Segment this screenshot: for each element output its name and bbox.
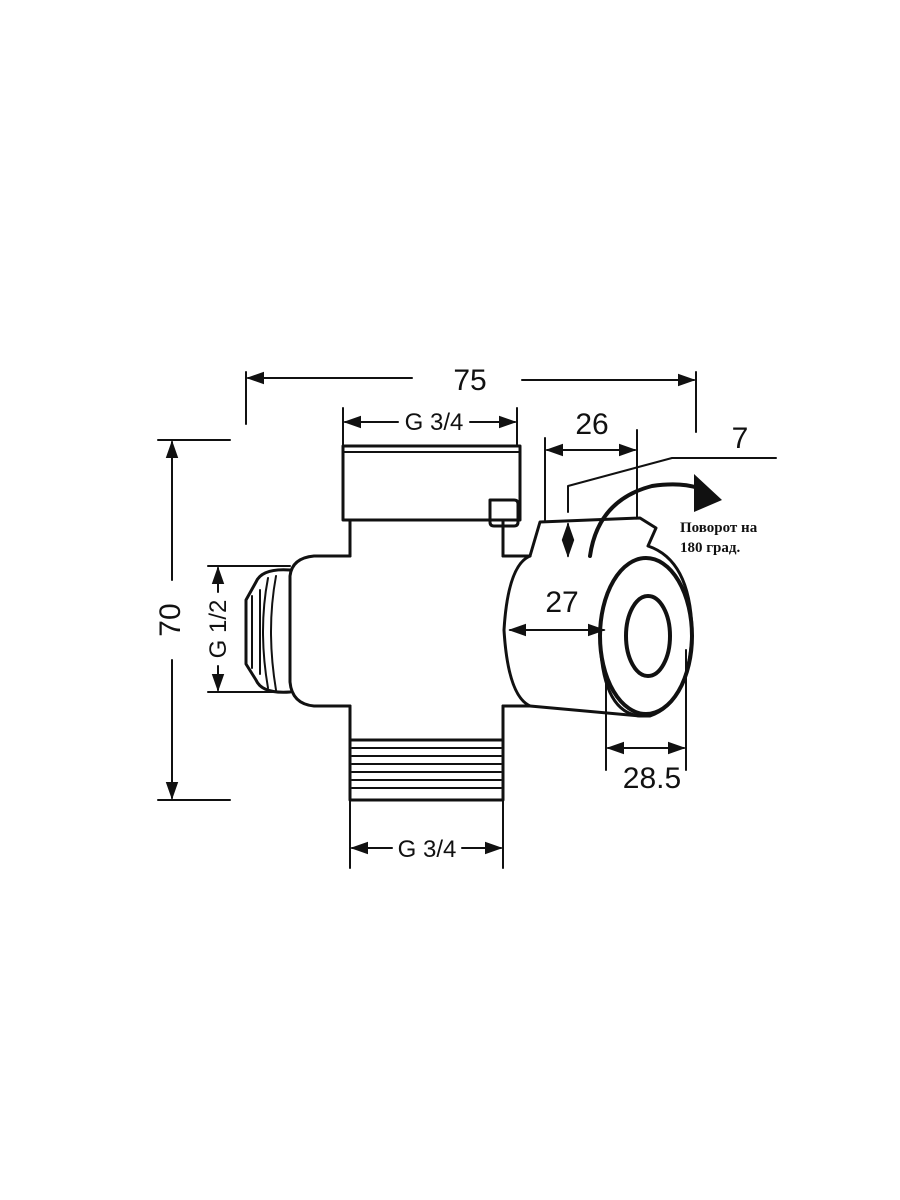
rotation-arrow-icon [694, 474, 722, 512]
dim-75: 75 [245, 364, 697, 433]
dim-26: 26 [544, 408, 638, 521]
dim-70: 70 [154, 439, 231, 801]
dim-top-thread-label: G 3/4 [405, 409, 464, 436]
dim-7-label: 7 [732, 422, 749, 455]
dim-top-thread: G 3/4 [342, 407, 518, 447]
dim-26-label: 26 [575, 408, 608, 441]
dim-side-thread-label: G 1/2 [205, 600, 232, 659]
dim-bottom-thread: G 3/4 [349, 799, 504, 869]
side-thread [244, 568, 292, 694]
dim-7: 7 [561, 422, 777, 558]
rotation-note-line2: 180 град. [680, 540, 740, 556]
main-body [288, 518, 532, 742]
top-nut [341, 444, 522, 528]
bottom-thread [348, 738, 505, 802]
dim-28-5-label: 28.5 [623, 762, 681, 795]
rotation-indicator: Поворот на 180 град. [588, 474, 758, 558]
dim-28-5: 28.5 [605, 649, 687, 795]
valve-handle [502, 516, 694, 718]
dim-75-label: 75 [453, 364, 486, 397]
dim-bottom-thread-label: G 3/4 [398, 836, 457, 863]
dim-27-label: 27 [545, 586, 578, 619]
dim-side-thread: G 1/2 [205, 565, 291, 693]
valve-body-outline [244, 444, 694, 802]
dim-70-label: 70 [154, 603, 187, 636]
rotation-note-line1: Поворот на [680, 520, 758, 536]
dim-27: 27 [508, 586, 606, 637]
